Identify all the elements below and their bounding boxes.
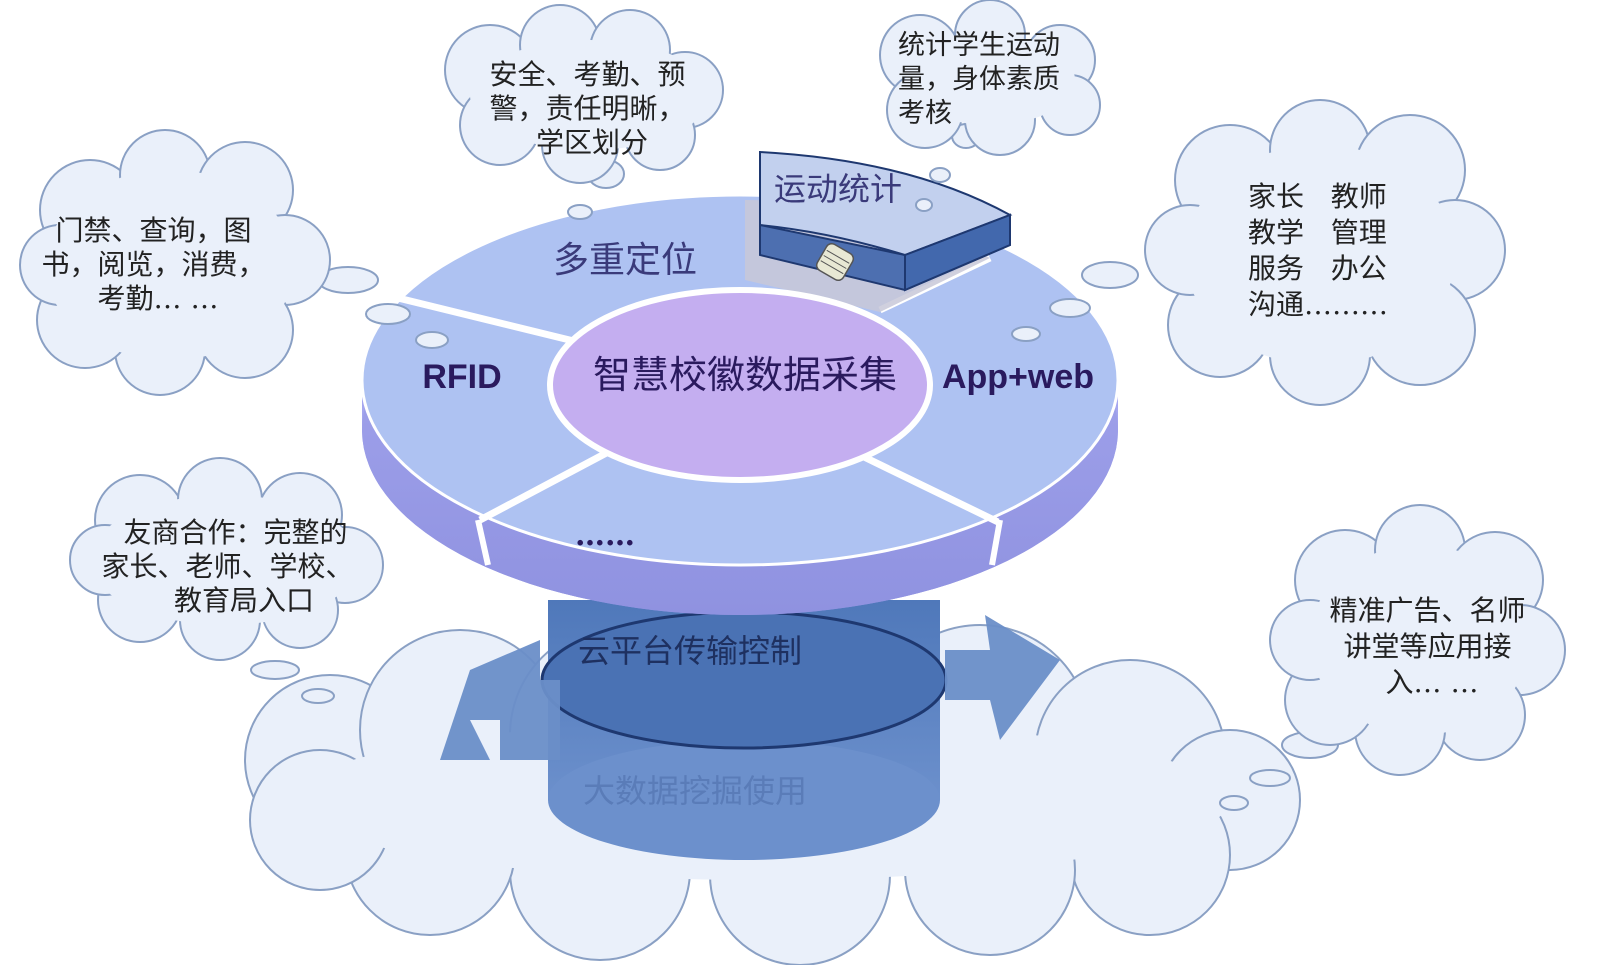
bubble-partners-line-2: 家长、老师、学校、 [102,550,354,583]
cloud-security [444,4,724,184]
pillar [540,600,948,860]
segment-multi-location: 多重定位 [553,240,697,281]
bubble-sports-line-3: 考核 [898,98,952,129]
bubble-home-school-line-4: 沟通……… [1248,288,1388,321]
cloud-partners [69,457,384,661]
circular-arrow [440,615,1060,760]
cloud-home-school [1144,99,1506,406]
bubble-home-school-line-1: 家长 教师 [1248,180,1387,213]
segment-sport-stats: 运动统计 [774,170,902,208]
bubble-partners-text: 友商合作：完整的 家长、老师、学校、 教育局入口 [102,516,363,617]
bubble-apps-text: 精准广告、名师 讲堂等应用接 入… … [1330,594,1535,699]
bubble-apps-line-1: 精准广告、名师 [1330,594,1526,627]
sport-stats-block [759,150,1013,292]
bubble-home-school-line-3: 服务 办公 [1248,252,1387,285]
bubble-campus-card-line-2: 书，阅览，消费， [42,248,266,281]
segment-app-web: App+web [942,358,1094,396]
cable-connector [815,242,855,282]
bubble-apps-line-2: 讲堂等应用接 [1344,630,1512,663]
cloud-campus-card [19,129,331,396]
bubble-home-school-text: 家长 教师 教学 管理 服务 办公 沟通……… [0,0,1431,321]
bubble-home-school-line-2: 教学 管理 [1248,216,1387,249]
bubble-campus-card-line-3: 考勤… … [98,282,219,315]
disc-top [360,193,1120,567]
segment-more: …… [575,518,635,553]
bubble-sports-line-1: 统计学生运动 [898,30,1060,61]
big-data-label: 大数据挖掘使用 [583,772,807,810]
bubble-apps-line-3: 入… … [1386,666,1479,699]
bubble-campus-card-text: 门禁、查询，图 书，阅览，消费， 考勤… … [42,214,275,315]
bubble-sports-line-2: 量，身体素质 [898,64,1060,95]
cloud-sports [879,0,1101,156]
segment-rfid: RFID [422,358,501,396]
bubble-security-line-3: 学区划分 [536,126,648,159]
cloud-platform-label: 云平台传输控制 [578,632,802,670]
center-label: 智慧校徽数据采集 [593,353,897,397]
bubble-security-line-2: 警，责任明晰， [490,92,686,125]
bubble-campus-card-line-1: 门禁、查询，图 [56,214,252,247]
bubble-security-line-1: 安全、考勤、预 [490,58,686,91]
bubble-partners-line-1: 友商合作：完整的 [124,516,348,549]
bubble-sports-text: 统计学生运动 量，身体素质 考核 [898,30,1069,129]
bubble-security-text: 安全、考勤、预 警，责任明晰， 学区划分 [490,58,695,159]
cloud-apps [1269,504,1566,776]
bubble-partners-line-3: 教育局入口 [174,584,314,617]
